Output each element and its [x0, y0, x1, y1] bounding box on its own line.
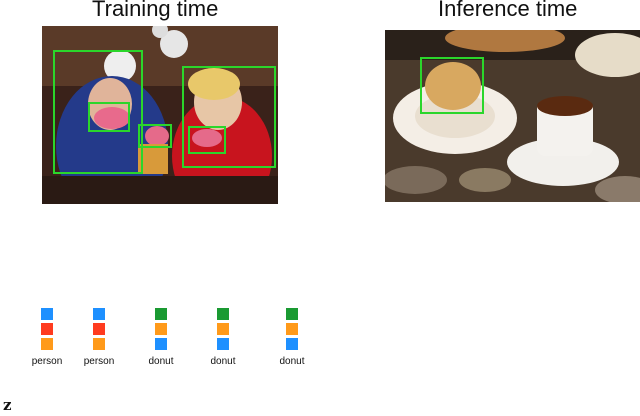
code-label: person: [83, 356, 115, 367]
bbox-person-2: [182, 66, 276, 168]
code-square: [286, 308, 298, 320]
training-photo: [42, 26, 278, 204]
code-square: [93, 323, 105, 335]
code-square: [93, 308, 105, 320]
code-square: [155, 323, 167, 335]
inference-photo-illustration: [385, 30, 640, 202]
code-label: donut: [279, 356, 305, 367]
code-square: [286, 323, 298, 335]
code-column-donut: donut: [146, 308, 176, 367]
code-square: [41, 308, 53, 320]
code-column-person: person: [32, 308, 62, 367]
code-column-donut: donut: [208, 308, 238, 367]
bbox-person-1: [53, 50, 143, 174]
bbox-donut-2: [138, 124, 172, 148]
training-time-title: Training time: [92, 0, 219, 21]
inference-photo: [385, 30, 640, 202]
code-square: [155, 308, 167, 320]
code-square: [217, 338, 229, 350]
code-square: [41, 323, 53, 335]
inference-time-title: Inference time: [438, 0, 578, 21]
bbox-pastry: [420, 57, 484, 114]
code-square: [93, 338, 105, 350]
code-square: [41, 338, 53, 350]
code-square: [217, 308, 229, 320]
bbox-donut-3: [188, 126, 226, 154]
bbox-donut-1: [88, 102, 130, 132]
z-symbol: z: [3, 396, 12, 414]
code-label: donut: [210, 356, 236, 367]
code-square: [217, 323, 229, 335]
code-square: [155, 338, 167, 350]
code-square: [286, 338, 298, 350]
code-column-donut: donut: [277, 308, 307, 367]
code-label: person: [31, 356, 63, 367]
code-label: donut: [148, 356, 174, 367]
code-column-person: person: [84, 308, 114, 367]
